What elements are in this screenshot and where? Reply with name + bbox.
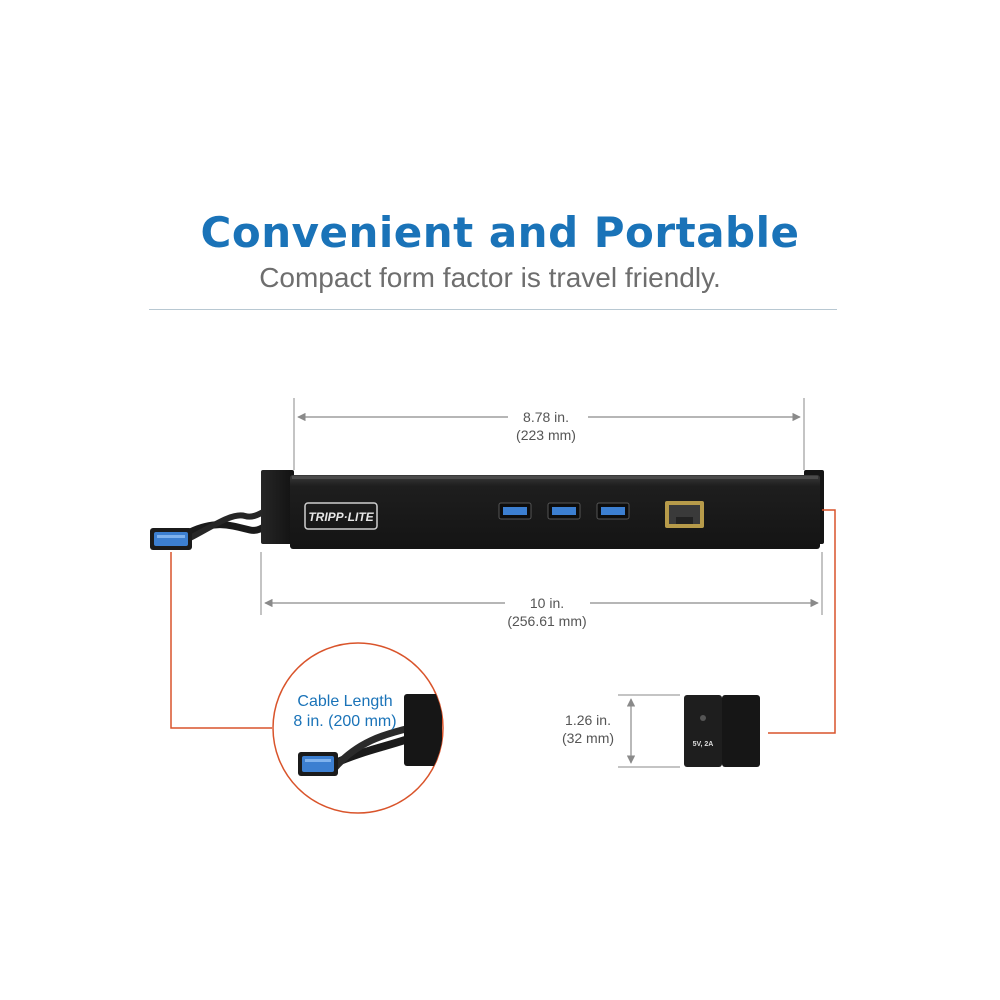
cable-leader-line xyxy=(170,552,272,729)
height-inches: 1.26 in. xyxy=(565,712,611,728)
total-length-label: 10 in. (256.61 mm) xyxy=(487,594,607,630)
body-length-mm: (223 mm) xyxy=(516,427,576,443)
body-length-dimension xyxy=(293,398,805,470)
usb-plug xyxy=(150,528,192,550)
side-view-end: 5V, 2A xyxy=(684,695,760,767)
side-leader-line xyxy=(768,509,836,734)
usb-port-3 xyxy=(596,502,630,520)
brand-logo: TRIPP·LITE xyxy=(304,502,378,530)
total-length-inches: 10 in. xyxy=(529,595,565,611)
left-end-cap xyxy=(261,470,294,544)
page-title: Convenient and Portable xyxy=(200,208,800,257)
cable-length-title: Cable Length xyxy=(297,693,393,710)
usb-port-2 xyxy=(547,502,581,520)
page-subtitle: Compact form factor is travel friendly. xyxy=(259,262,721,293)
total-length-mm: (256.61 mm) xyxy=(507,613,587,629)
usb-port-1 xyxy=(498,502,532,520)
body-length-inches: 8.78 in. xyxy=(523,409,569,425)
height-dimension xyxy=(618,694,680,768)
height-label: 1.26 in. (32 mm) xyxy=(548,711,628,747)
height-mm: (32 mm) xyxy=(561,730,615,746)
cable-zoom-circle xyxy=(272,642,444,814)
ethernet-port xyxy=(665,501,704,528)
cable-length-value: 8 in. (200 mm) xyxy=(293,713,397,730)
divider xyxy=(149,309,837,310)
svg-text:TRIPP·LITE: TRIPP·LITE xyxy=(308,510,374,524)
body-length-label: 8.78 in. (223 mm) xyxy=(486,408,606,444)
cable-length-callout: Cable Length 8 in. (200 mm) xyxy=(280,692,410,732)
total-length-dimension xyxy=(260,552,823,615)
svg-text:5V, 2A: 5V, 2A xyxy=(693,741,714,748)
